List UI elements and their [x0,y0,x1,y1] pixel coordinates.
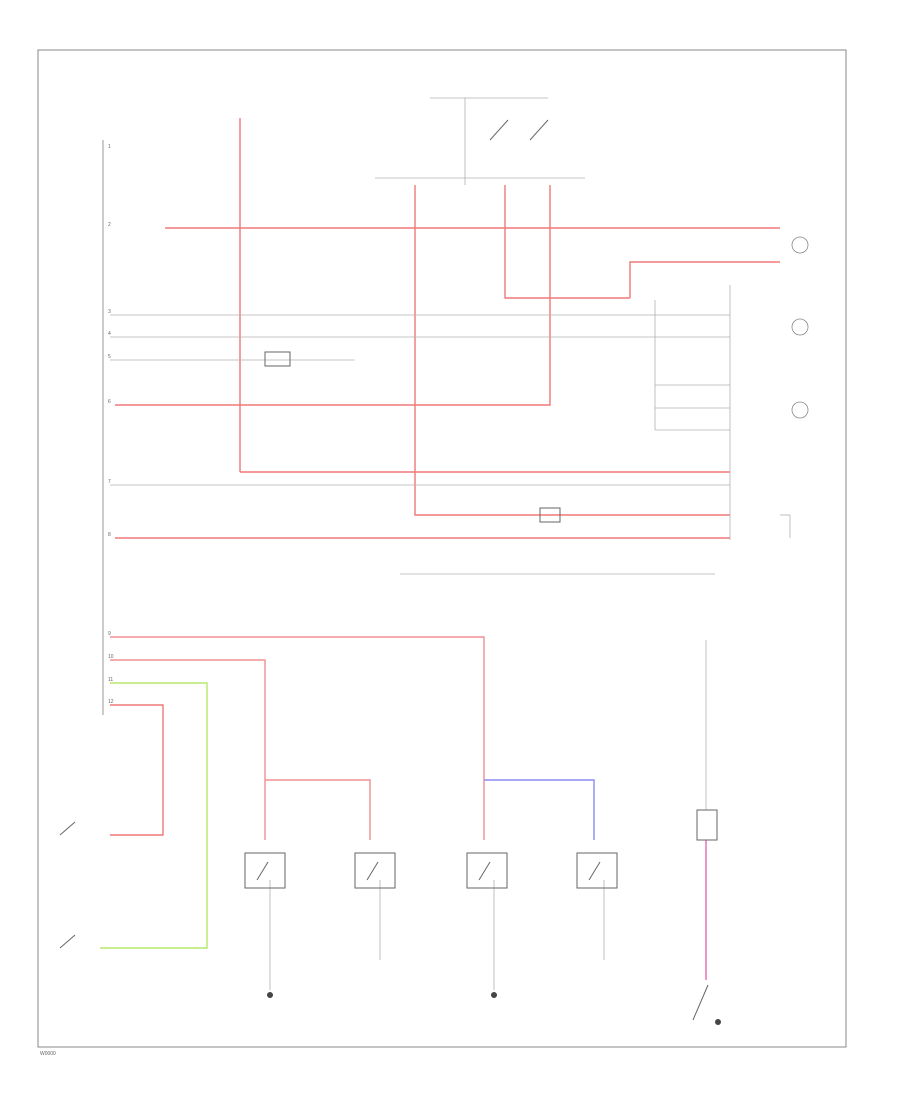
wire-blue [484,779,595,840]
bulb-icon [791,401,809,419]
connector-pin-label: 7 [108,479,111,485]
red-wires [110,118,780,836]
ground-icon [715,1019,721,1025]
wire-bottom-left-red [110,704,164,836]
switch-icon [466,852,508,889]
ground-icon [267,992,273,998]
wire-loop-405 [115,185,551,406]
bulb-icon [791,236,809,254]
connector-pin-label: 11 [108,677,113,683]
switch-icon [529,119,549,141]
connector-pin-label: 12 [108,699,114,705]
wire-pink-to-265 [110,659,266,840]
wire-pink-to-484 [110,636,485,780]
switch-group [59,119,718,1021]
footer-code: W0000 [40,1051,56,1057]
connector-pin-label: 4 [108,331,111,337]
bulb-group [791,236,809,419]
ground-group [267,992,721,1025]
connector-icon [539,507,561,523]
connector-icon [696,809,718,841]
ground-icon [491,992,497,998]
connector-pin-label: 5 [108,354,111,360]
switch-icon [576,852,618,889]
wire-green [100,682,208,949]
connector-pin-label: 1 [108,144,111,150]
switch-icon [489,119,509,141]
diagram-frame [37,49,847,1048]
bulb-icon [791,318,809,336]
connector-pin-label: 2 [108,222,111,228]
switch-icon [59,934,76,949]
pink-wires [110,636,485,840]
connector-pin-label: 8 [108,532,111,538]
switch-icon [354,852,396,889]
connector-pin-label: 9 [108,631,111,637]
wire-pink-branch-370 [265,779,371,840]
connector-icon [264,351,291,367]
gray-wires [110,97,791,990]
switch-icon [59,821,76,836]
connector-pin-label: 3 [108,309,111,315]
switch-icon [244,852,286,889]
connector-pin-label: 10 [108,654,114,660]
wire-right-top [629,261,780,298]
connector-pin-label: 6 [108,399,111,405]
wire-vertical-505 [504,185,630,299]
wire-vertical-415 [414,185,730,516]
switch-icon [692,984,709,1021]
